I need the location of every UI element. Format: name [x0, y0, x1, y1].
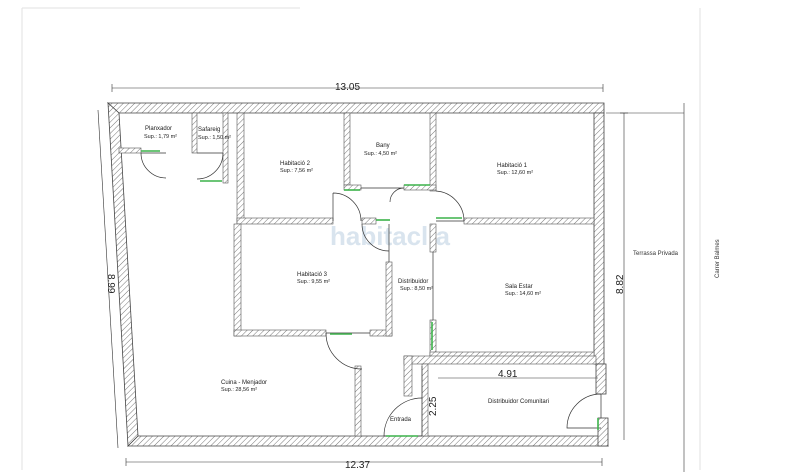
room-planxador-area: Sup.: 1,79 m²: [144, 134, 177, 140]
room-comunitari-name: Distribuidor Comunitari: [488, 399, 549, 405]
wall-bany-right: [429, 112, 437, 192]
room-hab3-area: Sup.: 9,55 m²: [297, 279, 330, 285]
door-bany: [361, 187, 405, 203]
wall-safareig-right: [222, 112, 229, 184]
wall-hall-top: [361, 217, 377, 225]
dimension-lines: [97, 84, 685, 472]
terrassa-label: Terrassa Privada: [633, 251, 679, 257]
dimension-right: 8.82: [615, 274, 626, 294]
dimension-bottom: 12.37: [345, 460, 370, 471]
wall-sala-left-a: [429, 223, 437, 253]
door-hab2: [332, 192, 362, 222]
room-entrada-name: Entrada: [390, 417, 412, 423]
dimension-top: 13.05: [335, 82, 360, 93]
right-lower-wall: [595, 363, 607, 395]
wall-hab3-right: [385, 261, 393, 337]
room-distribuidor-name: Distribuidor: [398, 279, 428, 285]
wall-hab2-right: [343, 112, 351, 186]
wall-hab2-left: [236, 112, 245, 224]
wall-planxador-right: [191, 112, 198, 154]
room-safareig-area: Sup.: 1,50 m²: [198, 135, 231, 141]
room-hab1-name: Habitació 1: [497, 163, 528, 169]
door-hab1: [435, 190, 465, 222]
door-planxador: [140, 152, 167, 179]
door-comunitari: [566, 393, 602, 429]
dimension-inner-height: 2.25: [428, 396, 439, 416]
door-hab3: [361, 223, 390, 262]
wall-hab3-left: [233, 223, 242, 337]
room-cuina-area: Sup.: 28,56 m²: [221, 387, 257, 393]
room-bany-area: Sup.: 4,50 m²: [364, 151, 397, 157]
openings: [141, 150, 599, 437]
exterior-walls: [106, 102, 609, 447]
right-wall: [593, 112, 605, 365]
wall-cuina-inner: [354, 365, 362, 437]
room-hab2-name: Habitació 2: [280, 161, 311, 167]
interior-walls: [118, 112, 597, 437]
room-hab2-area: Sup.: 7,56 m²: [280, 168, 313, 174]
room-hab1-area: Sup.: 12,60 m²: [497, 170, 533, 176]
door-cuina: [325, 332, 370, 370]
room-sala-name: Sala Estar: [505, 284, 533, 290]
room-bany-name: Bany: [376, 143, 390, 149]
wall-entrada-top: [403, 355, 597, 365]
wall-sala-left-b: [429, 319, 437, 357]
carrer-label: Carrer Balmes: [715, 239, 721, 278]
bottom-wall: [127, 435, 609, 447]
dimension-inner-width: 4.91: [498, 369, 518, 380]
wall-entrada-left: [403, 355, 413, 397]
doors: [140, 152, 602, 437]
right-bottom-wall: [597, 417, 609, 447]
room-distribuidor-area: Sup.: 8,50 m²: [400, 286, 433, 292]
room-hab3-name: Habitació 3: [297, 272, 328, 278]
room-planxador-name: Planxador: [145, 126, 172, 132]
dimension-left: 8.99: [105, 274, 116, 294]
room-sala-area: Sup.: 14,60 m²: [505, 291, 541, 297]
wall-hab1-bottom: [463, 217, 595, 225]
door-safareig: [196, 152, 224, 180]
wall-planxador-bottom: [118, 147, 142, 154]
room-safareig-name: Safareig: [198, 127, 220, 133]
wall-hab3-bottom-a: [233, 329, 327, 337]
sheet-frame: [21, 7, 701, 470]
room-cuina-name: Cuina - Menjador: [221, 380, 267, 386]
top-wall: [106, 102, 605, 114]
wall-hab2-bottom: [236, 217, 334, 225]
